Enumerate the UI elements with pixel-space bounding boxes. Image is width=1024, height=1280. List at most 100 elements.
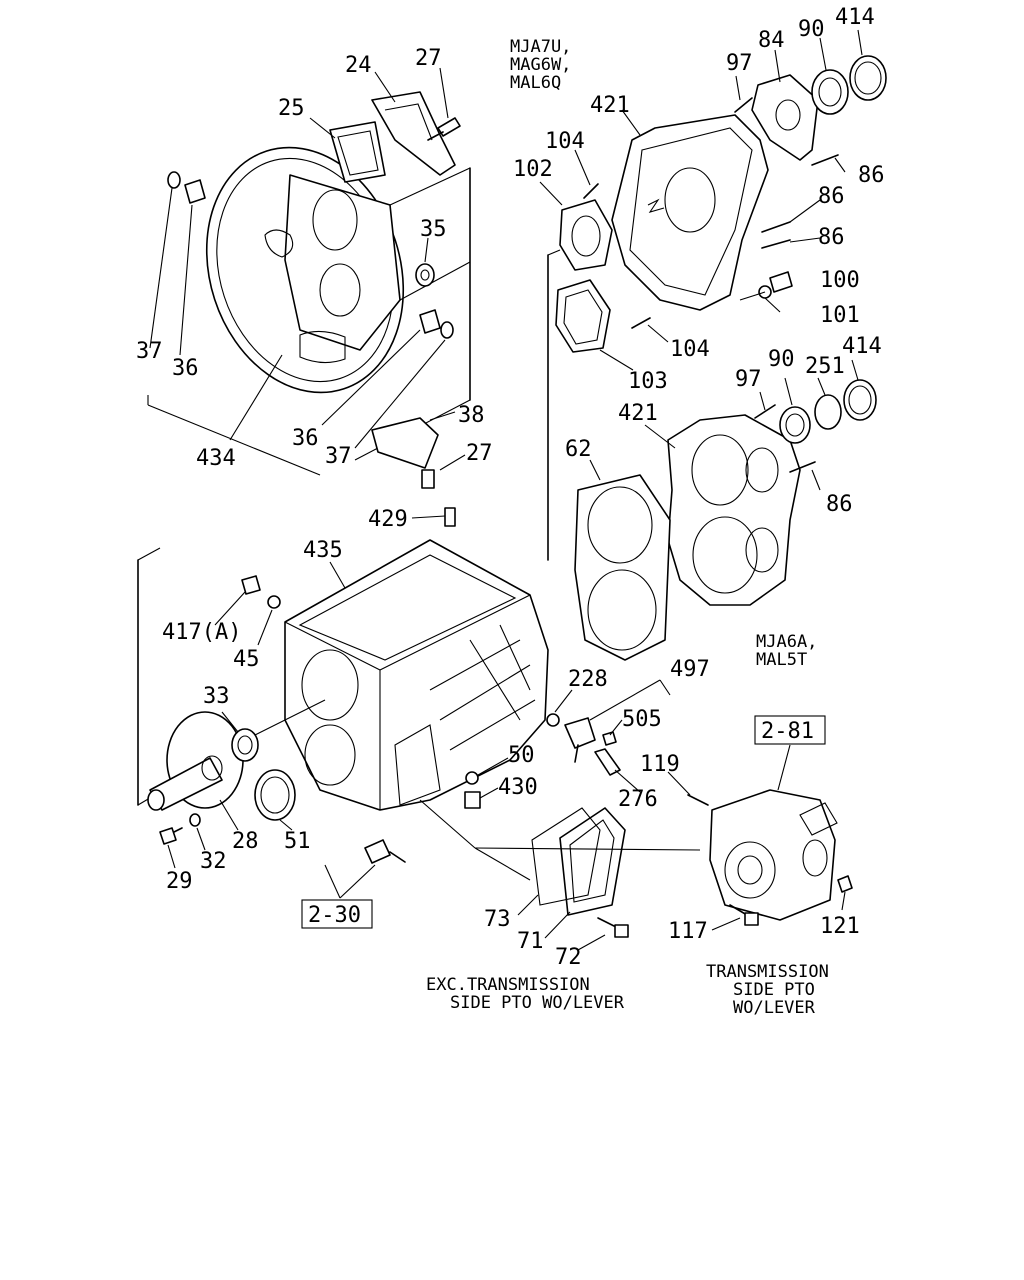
plug-100 (769, 271, 793, 293)
label-37-left: 37 (136, 339, 163, 364)
seal-51 (254, 769, 296, 821)
label-101: 101 (820, 303, 860, 328)
gasket-103 (555, 279, 611, 353)
pin-429 (444, 507, 456, 527)
label-38: 38 (458, 403, 485, 428)
label-100: 100 (820, 268, 860, 293)
label-505: 505 (622, 707, 662, 732)
stud-97-upper (734, 97, 753, 113)
label-421-upper: 421 (590, 93, 630, 118)
leader-lines-cover (419, 799, 701, 951)
extension-housing-421-lower (667, 414, 801, 606)
label-251: 251 (805, 354, 845, 379)
leader-lines-upper-right (539, 29, 863, 561)
label-414-upper: 414 (835, 5, 875, 30)
ring-251 (814, 394, 842, 430)
label-84: 84 (758, 28, 785, 53)
gasket-84 (751, 74, 819, 161)
label-90-upper: 90 (798, 17, 825, 42)
label-35: 35 (420, 217, 447, 242)
switch-497 (564, 717, 596, 763)
label-429: 429 (368, 507, 408, 532)
label-430: 430 (498, 775, 538, 800)
section-reference-2-81[interactable]: 2-81 (754, 715, 826, 745)
side-cover-71 (559, 807, 626, 916)
label-414-lower: 414 (842, 334, 882, 359)
label-497: 497 (670, 657, 710, 682)
label-27-lower: 27 (466, 441, 493, 466)
label-32: 32 (200, 849, 227, 874)
label-36-left: 36 (172, 356, 199, 381)
ring-37-right (440, 321, 454, 339)
caption-pto-line2: SIDE PTO (733, 980, 815, 1000)
label-435: 435 (303, 538, 343, 563)
label-97-upper: 97 (726, 51, 753, 76)
bolt-27-upper (427, 117, 461, 141)
caption-side-pto: TRANSMISSION SIDE PTO WO/LEVER (706, 962, 829, 1018)
label-36-right: 36 (292, 426, 319, 451)
label-97-lower: 97 (735, 367, 762, 392)
cover-24 (371, 91, 456, 176)
model-note-lower-line2: MAL5T (756, 650, 807, 670)
bolt-72 (597, 917, 629, 938)
clutch-housing-434 (205, 146, 471, 461)
label-421-lower: 421 (618, 401, 658, 426)
bolts-104 (583, 183, 651, 329)
label-102: 102 (513, 157, 553, 182)
label-86-c: 86 (818, 225, 845, 250)
stud-119 (687, 794, 709, 806)
label-45: 45 (233, 647, 260, 672)
caption-exc-line2: SIDE PTO WO/LEVER (450, 993, 625, 1013)
caption-exc-side-pto: EXC.TRANSMISSION SIDE PTO WO/LEVER (426, 975, 625, 1013)
label-25: 25 (278, 96, 305, 121)
bearing-33 (231, 728, 259, 762)
label-72: 72 (555, 945, 582, 970)
label-119: 119 (640, 752, 680, 777)
seal-414-lower (843, 379, 877, 421)
label-73: 73 (484, 907, 511, 932)
section-reference-2-30[interactable]: 2-30 (301, 899, 373, 929)
caption-pto-line3: WO/LEVER (733, 998, 816, 1018)
label-103: 103 (628, 369, 668, 394)
part-number-labels: 24 27 25 35 37 36 434 36 37 38 27 84 90 … (136, 5, 885, 970)
ref-2-81-text: 2-81 (761, 719, 814, 744)
model-note-upper-line3: MAL6Q (510, 73, 561, 93)
model-note-lower-line1: MJA6A, (756, 632, 817, 652)
gasket-228 (546, 713, 560, 727)
model-note-upper: MJA7U, MAG6W, MAL6Q (510, 37, 571, 93)
bolt-276 (594, 748, 621, 776)
label-86-a: 86 (858, 163, 885, 188)
label-104-lower: 104 (670, 337, 710, 362)
bolt-27-lower (421, 469, 435, 489)
leader-lines-pto (667, 744, 846, 931)
seal-90-lower (779, 406, 811, 444)
label-121: 121 (820, 914, 860, 939)
transmission-case-435 (284, 539, 549, 811)
label-86-d: 86 (826, 492, 853, 517)
caption-exc-line1: EXC.TRANSMISSION (426, 975, 590, 995)
label-417a: 417(A) (162, 620, 241, 645)
pin-36-right (419, 309, 441, 334)
pto-assembly (709, 789, 838, 921)
label-27-upper: 27 (415, 46, 442, 71)
bolt-86-lower (789, 461, 816, 473)
label-37-right: 37 (325, 444, 352, 469)
leader-lines-upper-left (147, 67, 466, 476)
label-62: 62 (565, 437, 592, 462)
plug-417a (241, 575, 261, 595)
plug-35 (415, 263, 435, 287)
gasket-50 (465, 771, 479, 785)
label-117: 117 (668, 919, 708, 944)
label-24: 24 (345, 53, 372, 78)
gasket-25 (329, 121, 386, 183)
label-276: 276 (618, 787, 658, 812)
label-71: 71 (517, 929, 544, 954)
label-28: 28 (232, 829, 259, 854)
label-86-b: 86 (818, 184, 845, 209)
washer-32 (189, 813, 201, 827)
label-33: 33 (203, 684, 230, 709)
ref-2-30-text: 2-30 (308, 903, 361, 928)
seal-414-upper (849, 55, 887, 101)
seal-90-upper (811, 69, 849, 115)
model-note-upper-line1: MJA7U, (510, 37, 571, 57)
